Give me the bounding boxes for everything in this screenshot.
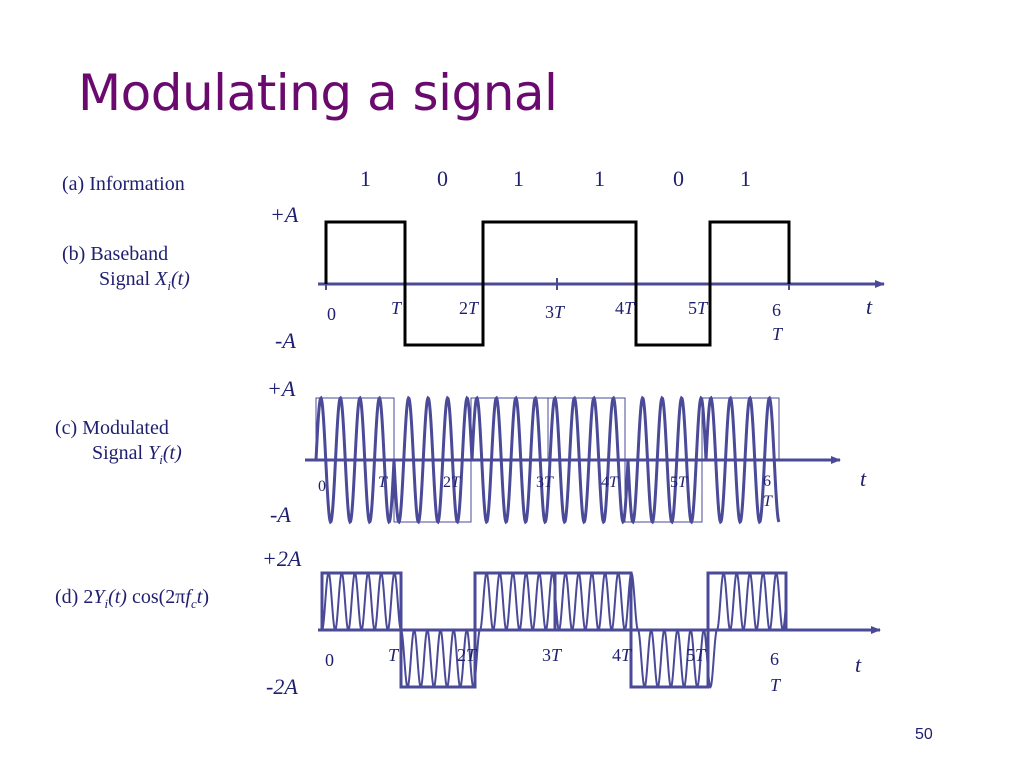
- b-tick-2T: 2T: [459, 298, 479, 318]
- baseband-waveform: [324, 220, 791, 347]
- bit-4: 1: [594, 166, 605, 191]
- baseband-pos-amplitude: +A: [270, 202, 299, 227]
- modulated-label: (c) Modulated Signal Yi(t): [55, 417, 182, 467]
- d-tick-T: T: [388, 645, 399, 665]
- d-tick-0: 0: [325, 650, 334, 670]
- bit-2: 0: [437, 166, 448, 191]
- c-tick-3T: 3T: [536, 474, 553, 491]
- modulated-neg-amplitude: -A: [270, 502, 291, 527]
- d-tick-3T: 3T: [542, 645, 562, 665]
- c-tick-5T: 5T: [670, 474, 687, 491]
- c-tick-2T: 2T: [443, 474, 460, 491]
- page-number: 50: [915, 726, 933, 743]
- c-tick-4T: 4T: [601, 474, 618, 491]
- c-tick-0: 0: [318, 478, 326, 495]
- modulated-bit-envelope-3: [547, 397, 626, 461]
- b-tick-T: T: [391, 298, 402, 318]
- d-time-label: t: [855, 652, 862, 677]
- modulated-bit-envelope-5: [701, 397, 780, 461]
- d-tick-5T: 5T: [686, 645, 706, 665]
- d-tick-4T: 4T: [612, 645, 632, 665]
- product-bit-envelope-1: [399, 628, 477, 689]
- product-label: (d) 2Yi(t) cos(2πfct): [55, 586, 209, 611]
- b-tick-0: 0: [327, 304, 336, 324]
- product-pos-amplitude: +2A: [262, 546, 302, 571]
- b-tick-3T: 3T: [545, 302, 565, 322]
- bit-1: 1: [360, 166, 371, 191]
- slide-title: Modulating a signal: [78, 64, 558, 122]
- d-tick-2T: 2T: [457, 645, 477, 665]
- product-neg-amplitude: -2A: [266, 674, 298, 699]
- modulated-pos-amplitude: +A: [267, 376, 296, 401]
- product-bit-envelope-5: [706, 571, 788, 632]
- baseband-neg-amplitude: -A: [275, 328, 296, 353]
- c-time-label: t: [860, 466, 867, 491]
- bit-6: 1: [740, 166, 751, 191]
- b-time-label: t: [866, 294, 873, 319]
- b-tick-4T: 4T: [615, 298, 635, 318]
- modulated-carrier-waveform: [314, 395, 781, 525]
- bit-3: 1: [513, 166, 524, 191]
- b-tick-5T: 5T: [688, 298, 708, 318]
- c-tick-T: T: [378, 474, 387, 491]
- bit-5: 0: [673, 166, 684, 191]
- product-waveform: [321, 571, 787, 689]
- baseband-label: (b) Baseband Signal Xi(t): [62, 243, 190, 293]
- information-label: (a) Information: [62, 173, 185, 195]
